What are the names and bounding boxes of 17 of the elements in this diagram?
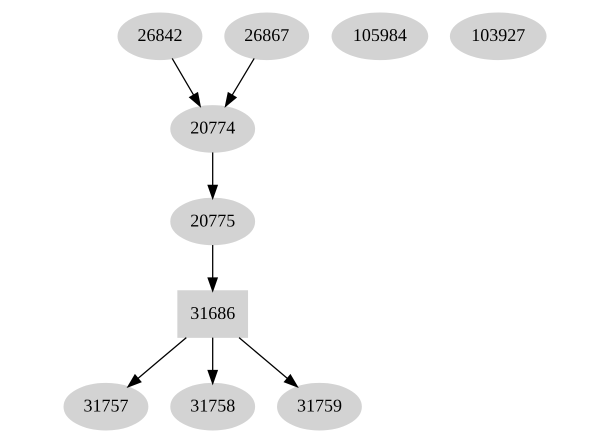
arrow (126, 337, 187, 388)
node-ellipse: 26867 (224, 12, 310, 60)
node-ellipse: 26842 (118, 12, 202, 60)
arrow (207, 245, 218, 293)
node-ellipse: 31758 (170, 382, 256, 430)
node-box: 31686 (177, 290, 248, 338)
node-ellipse: 31759 (277, 382, 362, 430)
arrow (172, 58, 202, 108)
node-ellipse: 105984 (332, 12, 428, 60)
node-ellipse: 103927 (450, 12, 547, 60)
arrow (238, 337, 299, 388)
arrow (207, 152, 218, 200)
node-ellipse: 20775 (170, 198, 256, 246)
node-ellipse: 31757 (64, 382, 148, 430)
node-ellipse: 20774 (170, 105, 256, 153)
arrow (207, 338, 218, 386)
arrow (224, 58, 255, 108)
